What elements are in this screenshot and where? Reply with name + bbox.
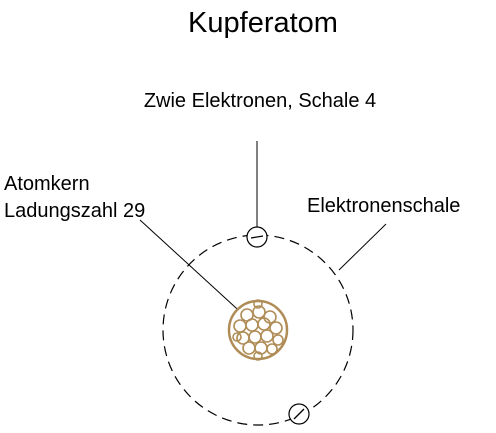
shell-label: Elektronenschale xyxy=(307,195,460,217)
nucleus-leader-line xyxy=(139,219,248,319)
diagram-title: Kupferatom xyxy=(188,7,338,39)
nucleus-label-line2: Ladungszahl 29 xyxy=(4,200,145,222)
electron-bottom xyxy=(288,403,310,425)
electrons-label: Zwie Elektronen, Schale 4 xyxy=(144,90,376,112)
atom-nucleus xyxy=(227,299,289,361)
nucleus-label-line1: Atomkern xyxy=(4,173,90,195)
electron-top xyxy=(246,226,268,248)
electron-shell xyxy=(162,234,354,426)
minus-sign-icon xyxy=(250,235,264,239)
shell-leader-line xyxy=(338,223,387,271)
minus-sign-icon xyxy=(293,408,305,420)
